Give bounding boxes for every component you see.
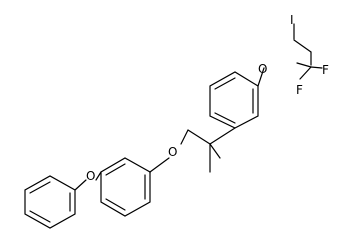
phenylene-ring-outline xyxy=(209,71,259,129)
bond-cf2-f-right xyxy=(310,66,323,69)
phenyl-double-bond-3 xyxy=(29,210,51,223)
phenylene-ring xyxy=(209,71,259,129)
benzyl-ring xyxy=(100,157,151,217)
bond-cq-methyl-2 xyxy=(209,143,221,159)
phenylene-double-bond-2 xyxy=(214,77,236,90)
bond-aryl-cq xyxy=(209,127,236,145)
bond-cf2-f-bottom xyxy=(299,66,312,80)
atom-label-fluorine-right: F xyxy=(322,63,329,77)
phenyl-ring-outline xyxy=(24,175,76,229)
atom-label-oxygen-top: O xyxy=(258,62,267,76)
structure-canvas: I O F F O O xyxy=(24,13,329,229)
atom-label-iodine: I xyxy=(290,13,294,27)
phenyl-double-bond-2 xyxy=(29,181,51,194)
atom-label-oxygen-left: O xyxy=(86,169,95,183)
benzyl-ring-outline xyxy=(100,157,151,217)
benzyl-double-bond-2 xyxy=(105,163,126,176)
phenyl-ring xyxy=(24,175,76,229)
bond-ch2-cf2 xyxy=(293,39,312,53)
bond-ch2-o xyxy=(180,129,189,145)
bond-cq-ch2 xyxy=(187,129,211,145)
chemical-structure: I O F F O O xyxy=(24,13,329,229)
bond-o-ch2 xyxy=(149,157,170,173)
phenylene-double-bond-3 xyxy=(214,112,236,124)
quaternary-carbon-group xyxy=(187,127,236,173)
iodo-difluoroethoxy-group xyxy=(293,23,323,80)
bond-aryl-o xyxy=(95,171,102,181)
bond-cf2-o xyxy=(296,62,312,68)
benzyl-double-bond-3 xyxy=(105,198,126,211)
atom-label-oxygen-middle: O xyxy=(168,145,177,159)
bond-o-aryl xyxy=(257,67,265,87)
bond-o-phenyl xyxy=(74,179,87,191)
atom-label-fluorine-bottom: F xyxy=(296,83,303,97)
